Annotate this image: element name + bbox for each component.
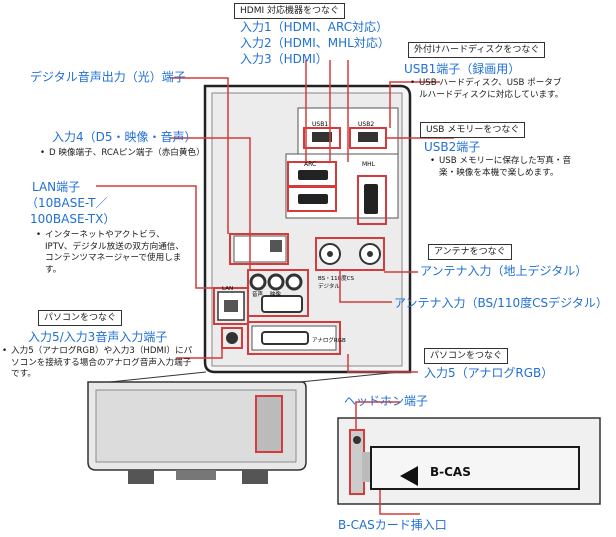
panel-rgb-text: アナログRGB bbox=[312, 336, 346, 344]
antenna-connect-label: アンテナをつなぐ bbox=[428, 244, 512, 260]
panel-lan-text: LAN bbox=[222, 286, 233, 292]
input4-label: 入力4（D5・映像・音声） bbox=[52, 130, 197, 144]
ext-hdd-label: 外付けハードディスクをつなぐ bbox=[408, 42, 546, 58]
pc-connect-label: パソコンをつなぐ bbox=[38, 310, 123, 326]
leader-lines bbox=[96, 60, 454, 515]
input4-note: D 映像端子、RCAピン端子（赤白黄色） bbox=[40, 148, 230, 160]
input5-audio-label: 入力5/入力3音声入力端子 bbox=[28, 330, 168, 344]
usb2-label: USB2端子 bbox=[424, 140, 481, 154]
antenna-terrestrial-text: アンテナ入力（地上デジタル） bbox=[420, 264, 588, 278]
panel-mhl-text: MHL bbox=[362, 161, 376, 168]
pc-connect-label-2: パソコンをつなぐ bbox=[424, 348, 509, 364]
panel-audio-text: 音声 bbox=[252, 290, 264, 298]
usb2-note: USB メモリーに保存した写真・音楽・映像を本機で楽しめます。 bbox=[430, 156, 580, 179]
input5-rgb-label: 入力5（アナログRGB） bbox=[424, 366, 554, 380]
lan-note: インターネットやアクトビラ、IPTV、デジタル放送の双方向通信、コンテンツマネー… bbox=[36, 230, 186, 276]
lan-label-3: 100BASE-TX） bbox=[30, 212, 116, 226]
input2-label: 入力2（HDMI、MHL対応） bbox=[240, 36, 390, 50]
lan-label-2: （10BASE-T／ bbox=[26, 196, 108, 210]
panel-bscs-text: BS・110度CS bbox=[318, 274, 355, 282]
usb-memory-label: USB メモリーをつなぐ bbox=[420, 122, 526, 138]
headphone-label: ヘッドホン端子 bbox=[344, 394, 429, 408]
rear-panel-drawing bbox=[203, 84, 412, 374]
antenna-bs-label: アンテナ入力（BS/110度CSデジタル） bbox=[394, 296, 608, 310]
panel-video-text: 映像 bbox=[270, 290, 282, 298]
panel-digital-text: デジタル bbox=[318, 282, 340, 290]
usb1-note: USB ハードディスク、USB ポータブルハードディスクに対応しています。 bbox=[410, 78, 570, 101]
lan-label-1: LAN端子 bbox=[32, 180, 81, 194]
panel-usb1-text: USB1 bbox=[312, 121, 328, 128]
usb1-label: USB1端子（録画用） bbox=[404, 62, 521, 76]
digital-audio-label: デジタル音声出力（光）端子 bbox=[30, 70, 186, 84]
input5-audio-note: 入力5（アナログRGB）や入力3（HDMI）にパソコンを接続する場合のアナログ音… bbox=[2, 346, 198, 381]
input3-label: 入力3（HDMI） bbox=[240, 52, 328, 66]
headphone-bcas-drawing: B-CAS bbox=[337, 417, 601, 505]
tv-back-drawing bbox=[87, 371, 401, 484]
input1-label: 入力1（HDMI、ARC対応） bbox=[240, 20, 389, 34]
bcas-card-text: B-CAS bbox=[430, 465, 471, 479]
panel-usb2-text: USB2 bbox=[358, 121, 374, 128]
bcas-slot-label: B-CASカード挿入口 bbox=[338, 518, 447, 532]
hdmi-connect-label: HDMI 対応機器をつなぐ bbox=[234, 3, 345, 19]
panel-arc-text: ARC bbox=[304, 161, 316, 168]
